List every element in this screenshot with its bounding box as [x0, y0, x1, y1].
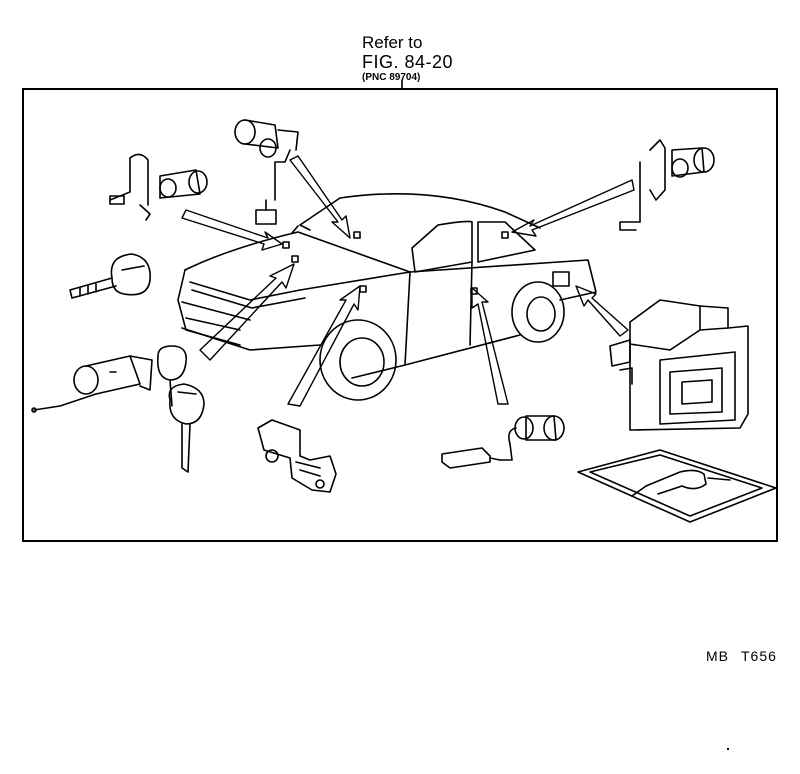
- door-lock-cylinder-left-icon: [109, 153, 208, 221]
- arrow-ignition: [199, 263, 295, 361]
- car-body-icon: [177, 192, 597, 401]
- callout-figure: FIG. 84-20: [362, 52, 454, 72]
- callout-pnc: (PNC 89704): [362, 72, 421, 83]
- stray-dot: [727, 748, 729, 750]
- ignition-lock-cylinder-icon: [31, 355, 153, 413]
- arrows: [181, 155, 635, 407]
- arrow-trunk: [471, 287, 509, 405]
- arrow-roof: [289, 155, 351, 239]
- arrow-glovebox: [287, 285, 361, 407]
- diagram-frame: [22, 88, 778, 542]
- arrow-hood: [181, 209, 283, 251]
- arrow-fuel: [575, 285, 629, 337]
- catalog-code: MB T656: [706, 648, 789, 664]
- trunk-lock-cylinder-icon: [441, 415, 565, 469]
- glove-box-lock-icon: [257, 419, 337, 493]
- ignition-key-icon: [69, 253, 151, 299]
- door-lock-cylinder-right-icon: [619, 139, 715, 231]
- reference-callout: Refer to FIG. 84-20 (PNC 89704): [362, 34, 453, 83]
- callout-refer-to: Refer to: [362, 33, 423, 52]
- hood-lock-cylinder-icon: [234, 119, 299, 225]
- master-key-icon: [156, 345, 205, 473]
- catalog-code-prefix: MB: [706, 648, 729, 664]
- key-plate-icon: [577, 449, 777, 523]
- computer-unit-icon: [609, 299, 749, 431]
- arrow-door-right: [511, 179, 635, 237]
- catalog-code-number: T656: [741, 648, 777, 664]
